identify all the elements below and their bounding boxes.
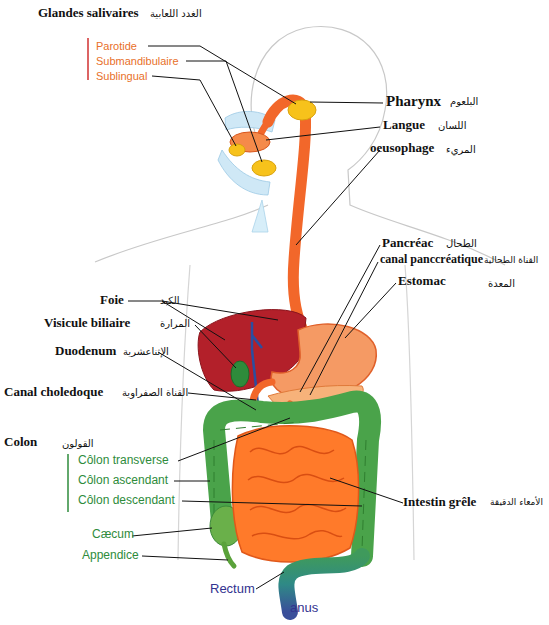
leader-line bbox=[142, 556, 228, 560]
organ-label: Colon bbox=[4, 435, 37, 449]
organ-label: Langue bbox=[383, 118, 425, 132]
organ-label: Pharynx bbox=[386, 93, 441, 110]
arabic-label: القولون bbox=[62, 438, 94, 449]
arabic-label: القناة الصفراوية bbox=[122, 387, 188, 398]
organ-label: Côlon ascendant bbox=[78, 474, 168, 487]
gland-bracket bbox=[87, 38, 89, 80]
organ-label: Appendice bbox=[82, 549, 139, 562]
leader-line bbox=[188, 393, 256, 400]
intestine-loops bbox=[248, 447, 346, 539]
organ-label: Sublingual bbox=[96, 70, 147, 82]
organ-label: Foie bbox=[100, 293, 124, 307]
leader-line bbox=[310, 262, 378, 395]
appendix bbox=[224, 544, 234, 566]
body-outline bbox=[95, 205, 268, 262]
leader-line bbox=[256, 572, 284, 589]
organ-label: canal panccréatique bbox=[380, 253, 483, 266]
leader-line bbox=[310, 102, 383, 103]
arabic-label: اللسان bbox=[438, 120, 466, 131]
organ-label: Parotide bbox=[96, 40, 137, 52]
body-outline bbox=[405, 265, 414, 560]
parotid-gland bbox=[288, 100, 316, 120]
arabic-label: الأمعاء الدقيقة bbox=[490, 498, 543, 508]
larynx bbox=[252, 200, 268, 232]
organ-label: anus bbox=[290, 601, 318, 615]
leader-line bbox=[182, 501, 362, 506]
organ-label: Intestin grêle bbox=[403, 495, 476, 509]
organ-label: Submandibulaire bbox=[96, 55, 179, 67]
sublingual-gland bbox=[229, 144, 245, 156]
organ-label: Canal choledoque bbox=[4, 385, 103, 399]
arabic-label: المريء bbox=[446, 144, 476, 155]
leader-line bbox=[158, 352, 256, 410]
leader-line bbox=[128, 301, 278, 340]
arabic-label: الغدد اللعابية bbox=[150, 8, 202, 19]
leader-line bbox=[152, 76, 236, 146]
organ-label: Pancréac bbox=[382, 236, 433, 250]
organ-label: oeusophage bbox=[370, 141, 434, 155]
leader-line bbox=[345, 283, 396, 338]
submandibular-gland bbox=[252, 160, 276, 176]
body-outline bbox=[178, 265, 190, 560]
arabic-label: الإثناعشرية bbox=[123, 346, 169, 357]
leader-line bbox=[195, 325, 236, 368]
leader-line bbox=[178, 418, 290, 461]
arabic-label: المرارة bbox=[160, 318, 190, 329]
leader-line bbox=[186, 61, 262, 162]
colon-bracket bbox=[67, 454, 69, 512]
arabic-label: البلعوم bbox=[450, 96, 478, 107]
leader-line bbox=[266, 127, 380, 140]
leader-line bbox=[132, 528, 212, 536]
arabic-label: الكبد bbox=[160, 295, 180, 306]
leader-line bbox=[174, 481, 210, 482]
organ-label: Glandes salivaires bbox=[38, 6, 139, 20]
arabic-label: القناة الطحالية bbox=[484, 256, 538, 266]
body-outline bbox=[251, 27, 505, 265]
small-intestine bbox=[232, 426, 358, 562]
organ-label: Côlon descendant bbox=[78, 494, 175, 507]
organ-label: Duodenum bbox=[55, 344, 116, 358]
arabic-label: الطحال bbox=[446, 238, 477, 249]
organ-label: Estomac bbox=[398, 274, 446, 288]
leader-line bbox=[296, 150, 380, 245]
arabic-label: المعدة bbox=[488, 278, 515, 289]
organ-label: Côlon transverse bbox=[78, 454, 169, 467]
leader-line bbox=[300, 245, 380, 392]
leader-line bbox=[330, 478, 403, 503]
organ-label: Visicule biliaire bbox=[44, 316, 130, 330]
organ-label: Cæcum bbox=[92, 528, 134, 541]
organ-label: Rectum bbox=[210, 582, 255, 596]
leader-line bbox=[148, 46, 296, 104]
